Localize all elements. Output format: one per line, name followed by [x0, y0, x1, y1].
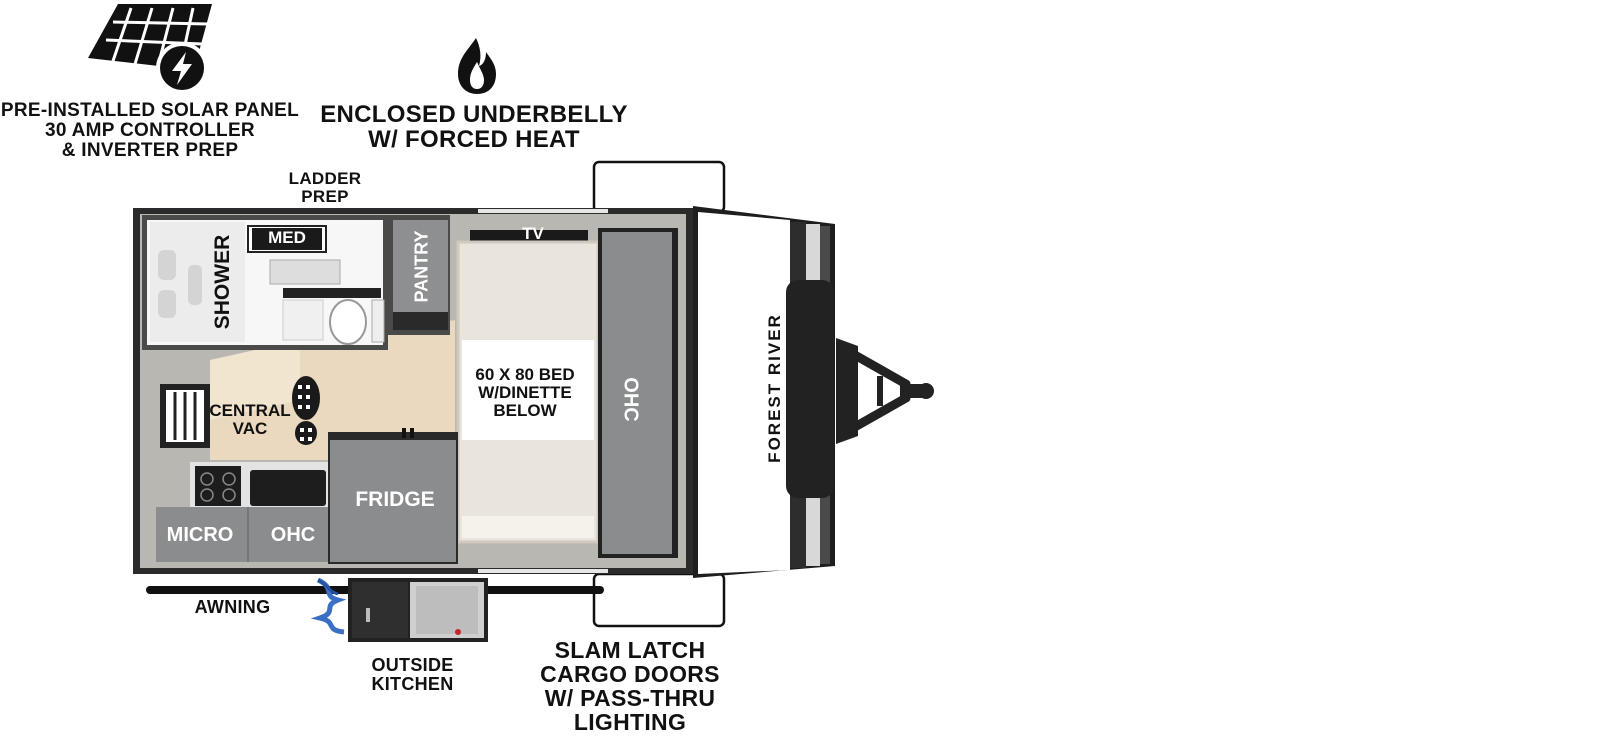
- kitchen-ohc-label: OHC: [270, 524, 316, 546]
- faucet-icon: [402, 428, 414, 438]
- central-vac-label: CENTRAL VAC: [205, 402, 295, 438]
- central-vac-line-1: CENTRAL: [209, 401, 291, 420]
- footprint-icon: [292, 376, 320, 445]
- micro-label: MICRO: [166, 524, 234, 546]
- underbelly-callout-line-1: ENCLOSED UNDERBELLY: [320, 101, 628, 128]
- solar-callout: PRE-INSTALLED SOLAR PANEL 30 AMP CONTROL…: [0, 101, 300, 161]
- tv-label: TV: [522, 224, 544, 243]
- sink: [250, 470, 326, 506]
- hitch: [836, 338, 934, 444]
- pantry-cabinet: [393, 220, 448, 312]
- outside-kitchen-line-2: KITCHEN: [371, 673, 454, 694]
- cargo-callout: SLAM LATCH CARGO DOORS W/ PASS-THRU LIGH…: [520, 638, 740, 735]
- front-window: [786, 280, 834, 498]
- shower-label: SHOWER: [211, 234, 234, 330]
- med-label: MED: [268, 228, 306, 247]
- bed-label-line-2: W/DINETTE: [478, 382, 572, 402]
- cargo-callout-line-3: W/ PASS-THRU: [544, 685, 716, 712]
- kitchen-ohc: [156, 507, 330, 562]
- cargo-callout-line-2: CARGO DOORS: [540, 661, 720, 688]
- flame-icon: [458, 38, 496, 94]
- bed-label: 60 X 80 BED W/DINETTE BELOW: [455, 366, 595, 420]
- solar-callout-line-3: & INVERTER PREP: [61, 139, 239, 161]
- underbelly-callout: ENCLOSED UNDERBELLY W/ FORCED HEAT: [318, 101, 630, 154]
- central-vac-line-2: VAC: [232, 418, 268, 438]
- solar-panel-icon: [88, 4, 212, 94]
- bed-label-line-1: 60 X 80 BED: [475, 365, 575, 384]
- underbelly-callout-line-2: W/ FORCED HEAT: [368, 126, 580, 154]
- ladder-callout: LADDER PREP: [270, 170, 380, 206]
- fridge-unit: [330, 440, 456, 562]
- fridge-label: FRIDGE: [355, 488, 435, 511]
- ladder-callout-line-1: LADDER: [288, 169, 362, 188]
- cargo-callout-line-4: LIGHTING: [573, 709, 687, 736]
- front-ohc-label: OHC: [619, 377, 642, 422]
- ladder-callout-line-2: PREP: [301, 186, 349, 206]
- cooktop: [195, 466, 241, 506]
- front-ohc-cabinet: [602, 232, 672, 554]
- bed-label-line-3: BELOW: [493, 400, 557, 420]
- outside-kitchen-line-1: OUTSIDE: [371, 655, 454, 675]
- hose-icon: [310, 577, 347, 635]
- awning-callout: AWNING: [194, 597, 271, 617]
- cargo-callout-line-1: SLAM LATCH: [554, 637, 706, 663]
- solar-callout-line-2: 30 AMP CONTROLLER: [45, 119, 255, 141]
- outside-kitchen-callout: OUTSIDE KITCHEN: [350, 656, 475, 694]
- brand-logo: FOREST RIVER: [765, 313, 784, 463]
- cargo-door-top: [592, 160, 726, 214]
- pantry-label: PANTRY: [411, 230, 432, 303]
- solar-callout-line-1: PRE-INSTALLED SOLAR PANEL: [0, 100, 300, 121]
- cargo-door-bottom: [592, 572, 726, 628]
